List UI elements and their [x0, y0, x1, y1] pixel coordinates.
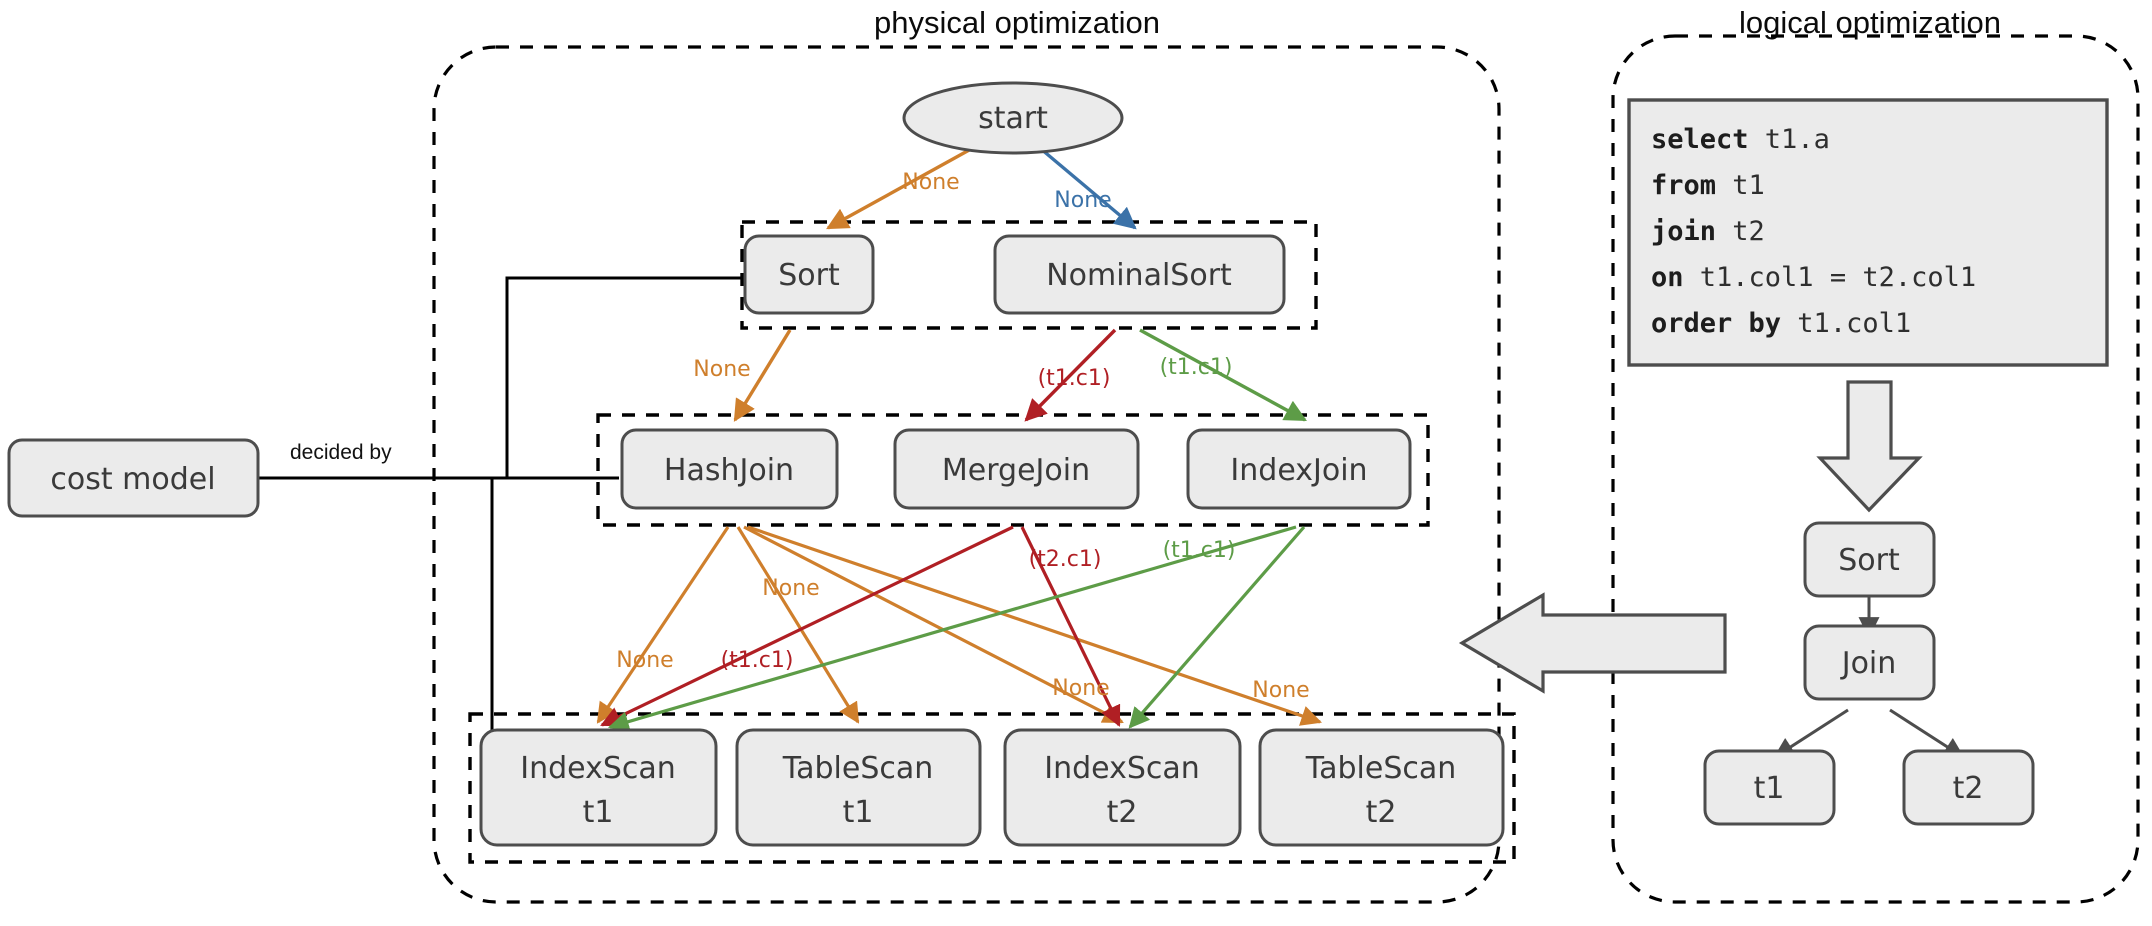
node-indexscan-t2[interactable]: IndexScan t2 [1003, 728, 1242, 847]
logical-optimization-title: logical optimization [1739, 5, 2001, 40]
node-t2-logical[interactable]: t2 [1902, 749, 2035, 826]
edge-label-mergejoin-indexscan-t2: (t2.c1) [1029, 547, 1102, 572]
node-join-logical[interactable]: Join [1803, 624, 1936, 701]
logical-to-physical-arrow [1458, 592, 1727, 694]
sql-query-text: select t1.a from t1 join t2 on t1.col1 =… [1651, 124, 1976, 339]
node-indexjoin[interactable]: IndexJoin [1186, 428, 1412, 510]
edge-label-start-nominalsort: None [1054, 188, 1111, 213]
svg-text:from t1: from t1 [1651, 170, 1765, 201]
node-tablescan-t2-line1: TableScan [1305, 751, 1457, 786]
node-tablescan-t1[interactable]: TableScan t1 [735, 728, 982, 847]
node-t1-logical-label: t1 [1754, 771, 1785, 806]
edge-nominalsort-mergejoin [1024, 328, 1117, 422]
edge-label-nominalsort-mergejoin: (t1.c1) [1038, 366, 1111, 391]
node-indexjoin-label: IndexJoin [1230, 453, 1367, 488]
sql-rest-4: t1.col1 [1781, 308, 1911, 339]
edge-label-hashjoin-tablescan-t2: None [1252, 678, 1309, 703]
sql-keyword-3: on [1651, 262, 1684, 293]
svg-text:on t1.col1 = t2.col1: on t1.col1 = t2.col1 [1651, 262, 1976, 293]
edge-mergejoin-indexscan-t1 [600, 525, 1014, 727]
node-sort-physical[interactable]: Sort [743, 234, 875, 315]
node-nominalsort[interactable]: NominalSort [993, 234, 1286, 315]
edge-label-hashjoin-indexscan-t1: None [616, 648, 673, 673]
node-indexscan-t2-line1: IndexScan [1044, 751, 1200, 786]
node-sort-logical-label: Sort [1838, 543, 1900, 578]
edge-label-sort-hashjoin: None [693, 357, 750, 382]
node-sort-logical[interactable]: Sort [1803, 521, 1936, 598]
cost-model-node[interactable]: cost model [7, 438, 260, 518]
start-node-label: start [978, 101, 1048, 136]
node-hashjoin-label: HashJoin [664, 453, 794, 488]
edge-nominalsort-indexjoin [1139, 328, 1307, 422]
sql-keyword-0: select [1651, 124, 1749, 155]
join-level-group [596, 413, 1430, 527]
sql-rest-0: t1.a [1749, 124, 1830, 155]
sort-level-group [740, 220, 1318, 330]
edge-label-hashjoin-tablescan-t1: None [762, 576, 819, 601]
node-t2-logical-label: t2 [1953, 771, 1984, 806]
edge-label-mergejoin-indexscan-t1: (t1.c1) [721, 648, 794, 673]
svg-text:order by t1.col1: order by t1.col1 [1651, 308, 1911, 339]
sql-rest-1: t1 [1716, 170, 1765, 201]
node-indexscan-t2-line2: t2 [1107, 795, 1138, 830]
node-sort-physical-label: Sort [778, 258, 840, 293]
node-hashjoin[interactable]: HashJoin [620, 428, 839, 510]
sql-keyword-4: order by [1651, 308, 1781, 339]
physical-optimization-container [432, 45, 1501, 904]
node-nominalsort-label: NominalSort [1046, 258, 1232, 293]
sql-query-box [1627, 98, 2109, 367]
edges-sortlevel-to-joinlevel: None (t1.c1) (t1.c1) [693, 328, 1307, 422]
logical-optimization-container [1611, 34, 2140, 904]
sql-to-plan-arrow [1816, 380, 1923, 513]
edge-label-nominalsort-indexjoin: (t1.c1) [1160, 355, 1233, 380]
cost-model-label: cost model [50, 462, 215, 497]
edge-label-hashjoin-indexscan-t2: None [1052, 676, 1109, 701]
node-tablescan-t1-line2: t1 [843, 795, 874, 830]
scan-level-group [468, 712, 1516, 864]
svg-text:select t1.a: select t1.a [1651, 124, 1830, 155]
svg-text:join t2: join t2 [1651, 216, 1765, 247]
edges-joinlevel-to-scanlevel: None None None None (t1.c1) (t2.c1) (t1.… [596, 525, 1322, 732]
edge-indexjoin-indexscan-t1 [608, 525, 1297, 732]
edge-hashjoin-indexscan-t1 [596, 526, 730, 724]
edge-hashjoin-tablescan-t2 [747, 525, 1322, 726]
edge-sort-hashjoin [733, 329, 792, 422]
node-t1-logical[interactable]: t1 [1703, 749, 1836, 826]
cost-model-connectors [258, 276, 742, 797]
node-tablescan-t2-line2: t2 [1366, 795, 1397, 830]
edge-label-indexjoin-indexscan-t2: (t1.c1) [1163, 538, 1236, 563]
edge-label-start-sort: None [902, 170, 959, 195]
edges-start-to-sortlevel: None None [826, 131, 1137, 230]
node-mergejoin-label: MergeJoin [942, 453, 1090, 488]
decided-by-label: decided by [290, 441, 392, 464]
sql-rest-3: t1.col1 = t2.col1 [1684, 262, 1977, 293]
edge-join-t1 [1773, 708, 1849, 759]
edge-indexjoin-indexscan-t2 [1128, 525, 1306, 729]
node-indexscan-t1[interactable]: IndexScan t1 [479, 728, 718, 847]
node-indexscan-t1-line2: t1 [583, 795, 614, 830]
node-join-logical-label: Join [1840, 646, 1897, 681]
node-tablescan-t1-line1: TableScan [782, 751, 934, 786]
edge-mergejoin-indexscan-t2 [1020, 526, 1121, 727]
edge-hashjoin-indexscan-t2 [743, 525, 1124, 724]
start-node[interactable]: start [902, 81, 1124, 155]
edge-join-t2 [1889, 708, 1965, 759]
node-mergejoin[interactable]: MergeJoin [893, 428, 1140, 510]
physical-optimization-title: physical optimization [874, 5, 1160, 40]
sql-keyword-1: from [1651, 170, 1716, 201]
edge-hashjoin-tablescan-t1 [736, 526, 860, 724]
sql-rest-2: t2 [1716, 216, 1765, 247]
node-tablescan-t2[interactable]: TableScan t2 [1258, 728, 1505, 847]
node-indexscan-t1-line1: IndexScan [520, 751, 676, 786]
sql-keyword-2: join [1651, 216, 1716, 247]
